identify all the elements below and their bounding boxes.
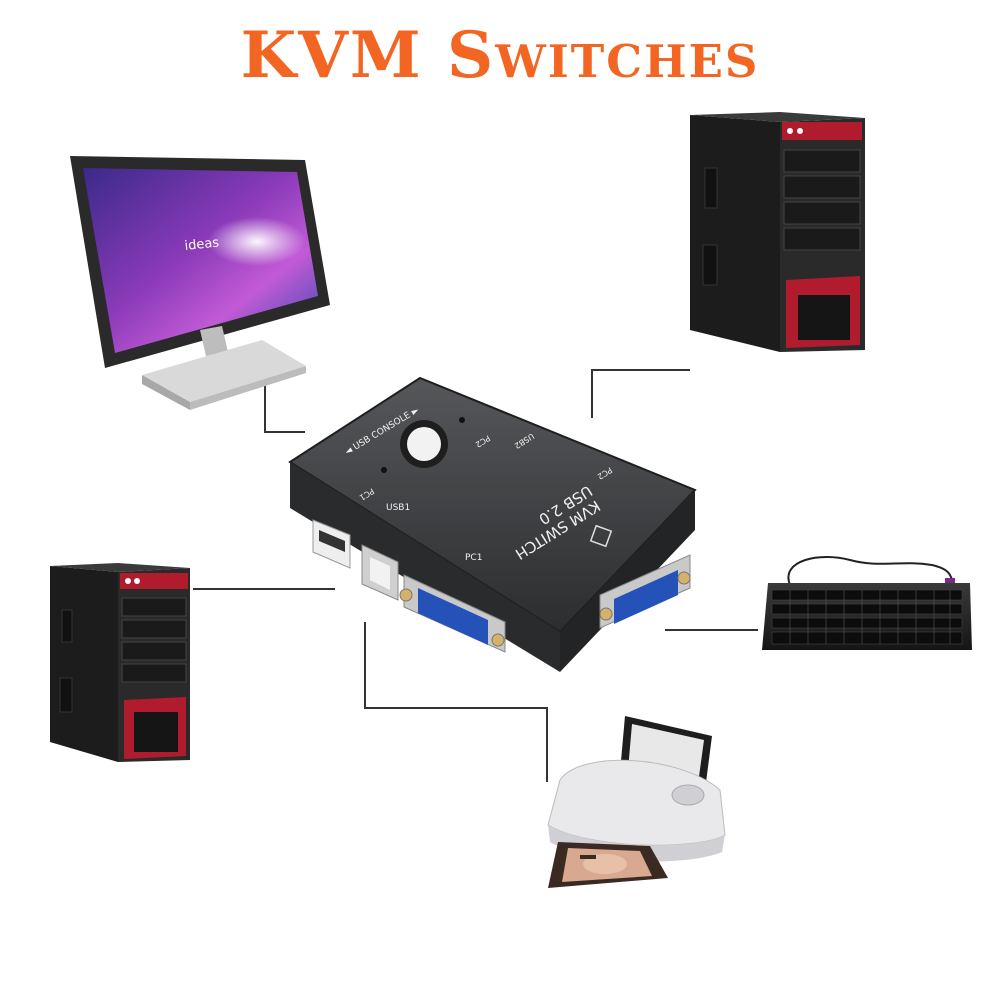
tower-pc-1	[50, 563, 190, 762]
monitor-screen-text: ideas	[184, 235, 220, 254]
wire-printer	[364, 622, 548, 782]
switch-logo-icon	[589, 524, 613, 548]
vga-port-pc1	[399, 574, 506, 653]
printer	[547, 716, 726, 888]
connection-lines	[193, 369, 758, 782]
tower-pc-2	[690, 112, 865, 352]
usb-b-port	[361, 544, 399, 601]
vga-port-pc2	[599, 554, 691, 629]
keyboard	[762, 556, 972, 650]
kvm-switch: ◄ USB CONSOLE ► PC1 PC2 USB2 PC2 USB 2.0…	[288, 376, 697, 672]
usb-a-port	[312, 519, 351, 569]
wire-pc2	[591, 369, 690, 418]
pc1-port-label: PC1	[465, 553, 482, 563]
wire-monitor	[264, 385, 305, 433]
usb1-label: USB1	[386, 503, 410, 513]
monitor: ideas	[70, 156, 330, 410]
page-title: KVM Switches	[240, 18, 760, 93]
